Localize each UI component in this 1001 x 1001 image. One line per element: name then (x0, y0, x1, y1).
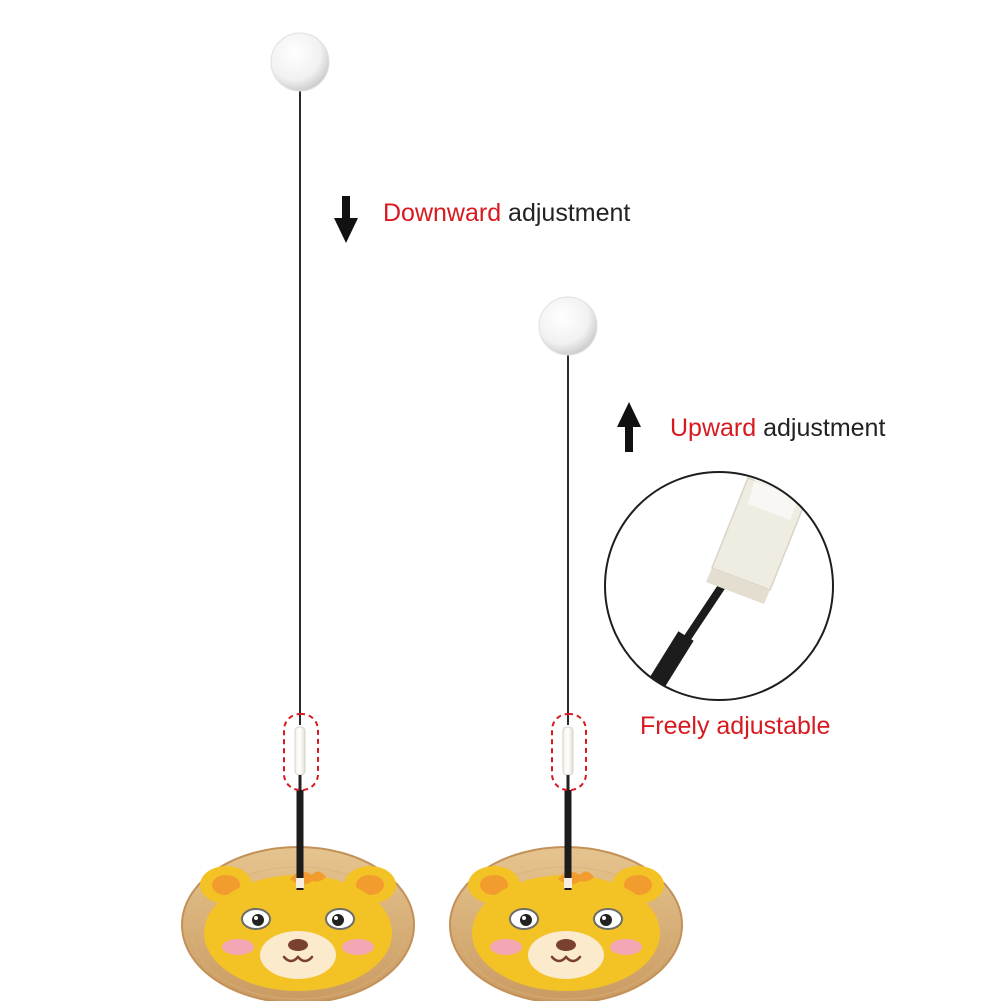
upward-word: Upward (670, 414, 757, 442)
right-highlight-oval (551, 713, 587, 791)
left-connector (294, 726, 306, 776)
right-trainer (448, 296, 684, 1001)
upward-suffix: adjustment (756, 414, 886, 442)
left-ball (270, 32, 330, 92)
upward-adjustment-label: Upward adjustment (670, 413, 885, 443)
left-rod-thick (296, 790, 304, 890)
arrow-down-icon (334, 196, 358, 243)
freely-adjustable-label: Freely adjustable (640, 712, 831, 740)
downward-suffix: adjustment (501, 199, 631, 227)
left-highlight-oval (283, 713, 319, 791)
right-rod-thick (564, 790, 572, 890)
right-ball (538, 296, 598, 356)
arrow-up-icon (617, 402, 641, 452)
right-connector (562, 726, 574, 776)
zoom-detail (604, 471, 834, 701)
left-trainer (180, 32, 416, 1001)
downward-adjustment-label: Downward adjustment (383, 198, 630, 228)
downward-word: Downward (383, 199, 502, 227)
